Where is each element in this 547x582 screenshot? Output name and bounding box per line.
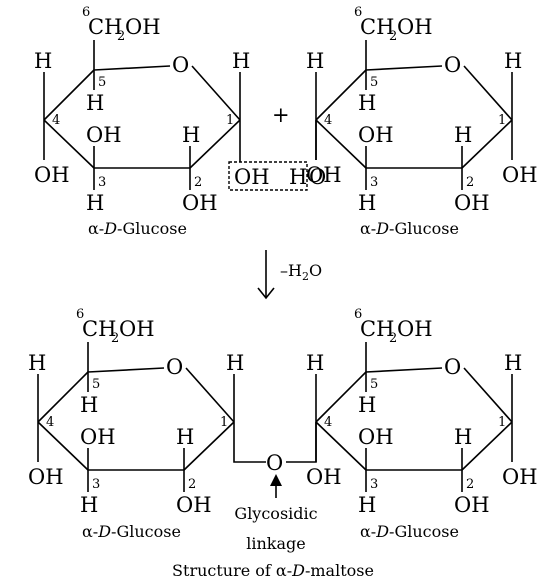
right-c1-oh: OH	[502, 163, 538, 187]
caption-top-right: α-D-Glucose	[360, 219, 459, 238]
linkage-pointer-head	[270, 474, 282, 486]
right-c4-o: O	[309, 165, 326, 189]
diagram-title: Structure of α-D-maltose	[172, 561, 374, 580]
glucose-top-left	[33, 4, 252, 216]
reaction-arrow-head	[257, 287, 275, 300]
box-h: H	[289, 165, 307, 189]
glucose-bottom-right	[305, 306, 524, 518]
plus-sign: +	[272, 103, 290, 127]
linkage-label-line2: linkage	[246, 534, 305, 553]
linkage-label-line1: Glycosidic	[234, 504, 317, 523]
glycosidic-oxygen: O	[266, 451, 283, 475]
water-loss-box	[228, 161, 308, 191]
glucose-top-right	[305, 4, 524, 216]
caption-bottom-left: α-D-Glucose	[82, 522, 181, 541]
glucose-bottom-left	[27, 306, 246, 518]
caption-bottom-right: α-D-Glucose	[360, 522, 459, 541]
c4-glycosidic-bond	[286, 422, 317, 463]
water-loss-label: –H2O	[280, 261, 322, 283]
box-oh: OH	[234, 165, 270, 189]
bottom-right-c1-oh: OH	[502, 465, 538, 489]
caption-top-left: α-D-Glucose	[88, 219, 187, 238]
c1-glycosidic-bond	[233, 422, 266, 463]
